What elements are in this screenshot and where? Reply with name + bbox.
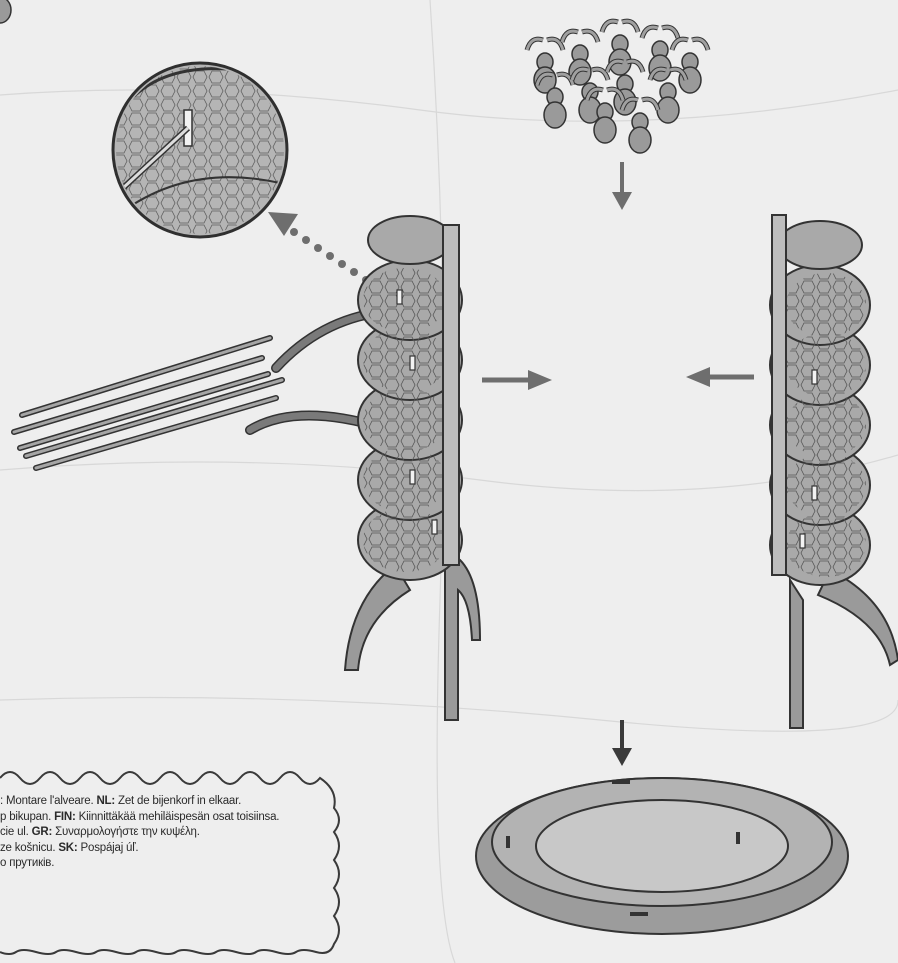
hive-half-left-icon [345,216,480,720]
arrow-down-bottom [612,720,632,766]
caption-line-2: p bikupan. FIN: Kiinnittäkää mehiläispes… [0,810,330,826]
caption-line-1: : Montare l'alveare. NL: Zet de bijenkor… [0,794,330,810]
bee-cluster-icon [0,0,708,153]
zoom-detail-icon [110,60,290,240]
arrow-down-top [612,162,632,210]
arrow-left-middle [686,367,754,387]
assembly-caption: : Montare l'alveare. NL: Zet de bijenkor… [0,794,330,872]
hive-base-tray-icon [476,778,848,934]
arrow-right-middle [482,370,552,390]
caption-line-4: ze košnicu. SK: Pospájaj úľ. [0,841,330,857]
caption-line-5: o прутиків. [0,856,330,872]
caption-line-3: cie ul. GR: Συναρμολογήστε την κυψέλη. [0,825,330,841]
hive-half-right-icon [770,215,898,728]
